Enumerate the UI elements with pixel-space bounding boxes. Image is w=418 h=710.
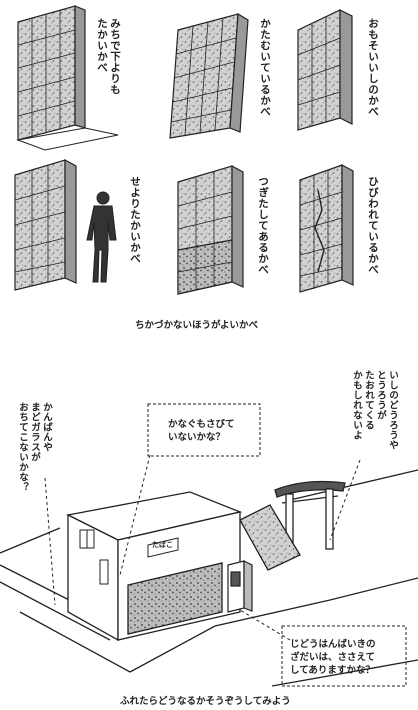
note-rust: かなぐもさびて いないかな？	[168, 419, 235, 443]
wall-tilted	[169, 12, 249, 139]
wall-label-tilted: かたむいているかべ	[259, 18, 271, 117]
wall-extended	[177, 164, 244, 295]
note-vending-base: じどうはんばいきの ざだいは、ささえて してありますかな？	[290, 639, 376, 676]
note-stone-lantern: いしのどうろうや とうろうが たおれてくる かもしれないよ	[351, 370, 398, 450]
bottom-note-box	[281, 625, 407, 687]
note-signboard-glass: かんばんや まどガラスが おちてこないかな？	[17, 402, 52, 492]
person-figure	[86, 191, 117, 283]
vending-machine	[227, 560, 253, 613]
wall-higher-than-road	[16, 5, 119, 151]
callout-lines	[44, 454, 361, 641]
wall-label-cracked: ひびわれているかべ	[367, 176, 379, 275]
wall-cracked	[299, 163, 354, 293]
torii-gate	[239, 480, 346, 571]
bottom-caption: ふれたらどうなるかそうぞうしてみよう	[120, 696, 291, 707]
wall-label-taller-than-person: せよりたかいかべ	[129, 176, 141, 264]
wall-label-extended: つぎたしてあるかべ	[257, 176, 269, 275]
wall-label-heavy-stone: おもそいいしのかべ	[367, 18, 379, 117]
building-sign: たばこ	[152, 541, 173, 549]
wall-heavy-stone	[297, 9, 353, 131]
wall-taller-than-person	[14, 158, 77, 291]
street-lines	[0, 469, 418, 687]
building	[65, 491, 243, 642]
wall-label-higher-than-road: みちで下よりも たかいかべ	[96, 18, 121, 95]
center-note-box	[147, 403, 261, 457]
top-caption: ちかづかないほうがよいかべ	[135, 320, 259, 331]
